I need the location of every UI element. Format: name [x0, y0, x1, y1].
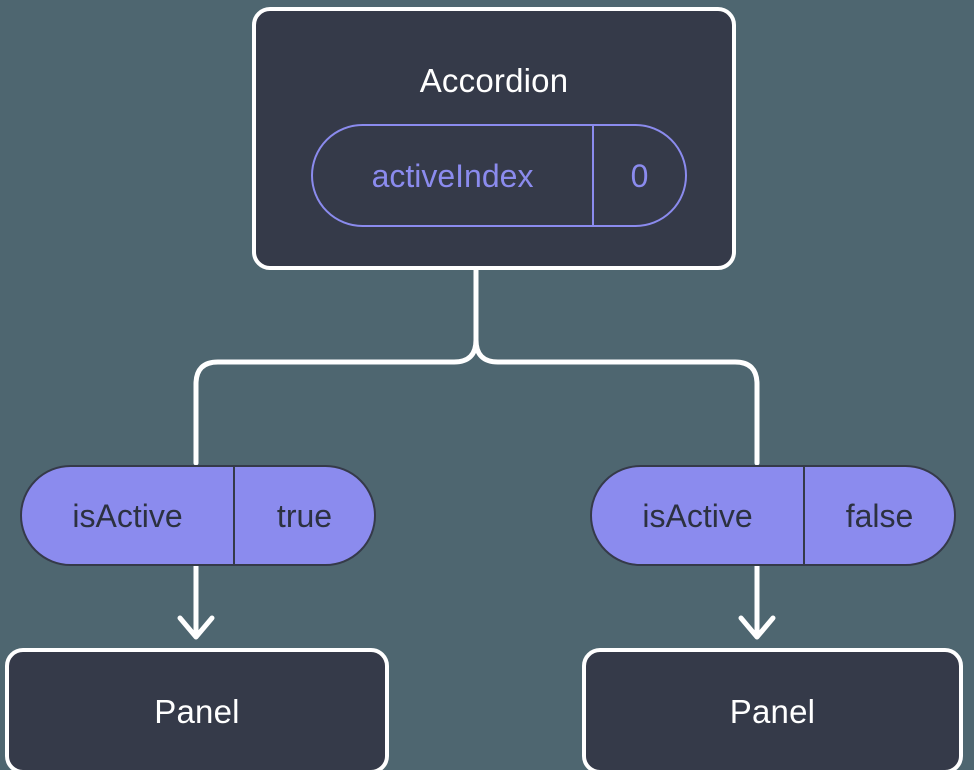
prop-key-label: isActive — [22, 467, 235, 564]
component-card-panel-left[interactable]: Panel — [5, 648, 389, 774]
prop-value-label: false — [845, 497, 914, 534]
component-card-panel-right[interactable]: Panel — [582, 648, 963, 774]
component-title: Panel — [154, 692, 240, 730]
state-value-label: 0 — [630, 157, 649, 194]
prop-pill-isactive-true[interactable]: isActive true — [20, 465, 376, 566]
branch-connector-path-left — [193, 337, 479, 466]
component-title: Panel — [729, 692, 816, 730]
prop-value-label: true — [276, 497, 333, 534]
arrow-left-head-icon — [177, 615, 215, 640]
prop-pill-isactive-false[interactable]: isActive false — [590, 465, 956, 566]
branch-connector-path — [473, 267, 760, 466]
component-title: Accordion — [419, 62, 569, 99]
state-key-label: activeIndex — [313, 126, 594, 225]
arrow-right-head-icon — [738, 615, 776, 640]
component-card-accordion[interactable]: Accordion activeIndex 0 — [252, 7, 736, 270]
prop-key-label: isActive — [592, 467, 805, 564]
state-badge-activeindex[interactable]: activeIndex 0 — [311, 124, 687, 227]
